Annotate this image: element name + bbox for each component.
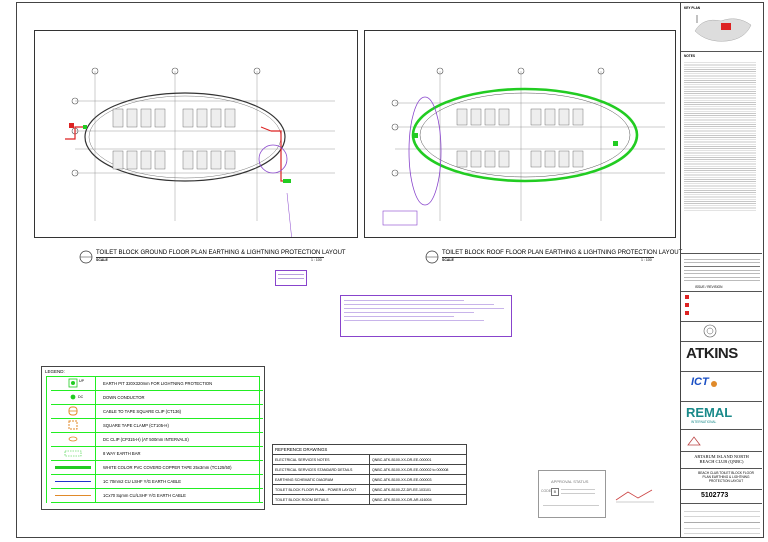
legend-title: LEGEND: (45, 369, 65, 374)
approval-status-label: APPROVAL STATUS (551, 479, 589, 484)
legend-row: UP EARTH PIT 320X320mm FOR LIGHTNING PRO… (51, 377, 263, 391)
legend-label: 1Cx70 Sqmm CU/LSHF Y/G EARTH CABLE (103, 493, 186, 498)
title-block: KEY PLAN NOTES ISSUE / REVISION ATKINS I… (680, 3, 764, 537)
notes-text (684, 61, 756, 211)
approval-code-value: B (551, 488, 559, 496)
plan-title: TOILET BLOCK ROOF FLOOR PLAN EARTHING & … (442, 250, 683, 256)
scale-value: 1 : 100 (311, 258, 322, 262)
down-conductor-icon (70, 394, 76, 400)
client-seal-icon (703, 324, 717, 338)
remal-subtitle: INTERNATIONAL (691, 420, 717, 424)
roof-floor-plan (364, 30, 676, 238)
legend-row: 1Cx70 Sqmm CU/LSHF Y/G EARTH CABLE (51, 489, 263, 503)
legend-symbol: DC (78, 395, 84, 399)
markup-note (275, 270, 307, 286)
markup-comment-box (340, 295, 512, 337)
notes-heading: NOTES (684, 54, 695, 58)
earth-cable-blue-line-icon (55, 481, 91, 482)
legend-label: 1C 70mm2 CU LSHF Y/G EARTH CABLE (103, 479, 182, 484)
legend-label: SQUARE TAPE CLAMP (CT105-H) (103, 423, 169, 428)
legend-label: 8 WAY EARTH BAR (103, 451, 141, 456)
key-plan-map (694, 15, 752, 42)
company-mark-icon (687, 436, 701, 446)
reference-title: REFERENCE DRAWINGS (272, 444, 467, 455)
reference-drawings: REFERENCE DRAWINGS ELECTRICAL SERVICES N… (272, 444, 467, 505)
earth-pit-icon (68, 378, 78, 388)
legend-label: DC CLIP (CP315-H) (AT 500mm INTERVALS) (103, 437, 189, 442)
ict-logo: ICT (691, 376, 709, 388)
legend-row: WHITE COLOR PVC COVERD COPPER TAPE 25x3m… (51, 461, 263, 475)
roof-floor-plan-drawing (382, 67, 665, 226)
earth-bar-icon (64, 450, 82, 457)
approval-stamp: APPROVAL STATUS CODE B (538, 470, 606, 518)
legend-row: 8 WAY EARTH BAR (51, 447, 263, 461)
dc-clip-icon (68, 436, 78, 442)
remal-logo: REMAL (686, 405, 733, 420)
legend-row: 1C 70mm2 CU LSHF Y/G EARTH CABLE (51, 475, 263, 489)
copper-tape-line-icon (55, 466, 91, 469)
legend-label: CABLE TO TAPE SQUARE CLIP (CT136) (103, 409, 182, 414)
drawing-title: BEACH CLUB TOILET BLOCK FLOOR PLAN EARTH… (698, 471, 754, 483)
project-name: ARTARUM ISLAND NORTH BEACH CLUB (QNBC) (694, 454, 749, 464)
legend-row: DC CLIP (CP315-H) (AT 500mm INTERVALS) (51, 433, 263, 447)
tape-clamp-icon (68, 420, 78, 430)
legend-label: WHITE COLOR PVC COVERD COPPER TAPE 25x3m… (103, 465, 232, 470)
plan-title: TOILET BLOCK GROUND FLOOR PLAN EARTHING … (96, 250, 346, 256)
legend-label: DOWN CONDUCTOR (103, 395, 145, 400)
scale-label: SCALE (442, 258, 454, 262)
drawing-info-grid (684, 506, 760, 534)
consultant-mark-icon (615, 489, 654, 503)
section-marker-icon (79, 250, 93, 264)
earth-cable-orange-line-icon (55, 495, 91, 496)
revision-table (684, 256, 760, 284)
issue-revision-label: ISSUE / REVISION (695, 285, 723, 289)
ground-floor-plan (34, 30, 358, 290)
section-marker-icon (425, 250, 439, 264)
square-clip-icon (68, 406, 78, 416)
scale-label: SCALE (96, 258, 108, 262)
reference-table: REFERENCE DRAWINGS ELECTRICAL SERVICES N… (272, 444, 467, 505)
scale-value: 1 : 100 (641, 258, 652, 262)
legend-table: UP EARTH PIT 320X320mm FOR LIGHTNING PRO… (46, 376, 263, 503)
legend-row: CABLE TO TAPE SQUARE CLIP (CT136) (51, 405, 263, 419)
ground-floor-plan-drawing (65, 67, 335, 290)
legend-row: DC DOWN CONDUCTOR (51, 391, 263, 405)
atkins-logo: ATKINS (686, 345, 738, 362)
legend: LEGEND: UP EARTH PIT 320X320mm FOR LIGHT… (41, 366, 265, 510)
drawing-number: 5102773 (701, 492, 729, 499)
approval-code-label: CODE (541, 489, 552, 493)
drawing-sheet: TOILET BLOCK GROUND FLOOR PLAN EARTHING … (16, 2, 764, 538)
legend-label: EARTH PIT 320X320mm FOR LIGHTNING PROTEC… (103, 381, 213, 386)
legend-row: SQUARE TAPE CLAMP (CT105-H) (51, 419, 263, 433)
legend-symbol: UP (79, 379, 84, 383)
key-plan-label: KEY PLAN (684, 6, 701, 10)
